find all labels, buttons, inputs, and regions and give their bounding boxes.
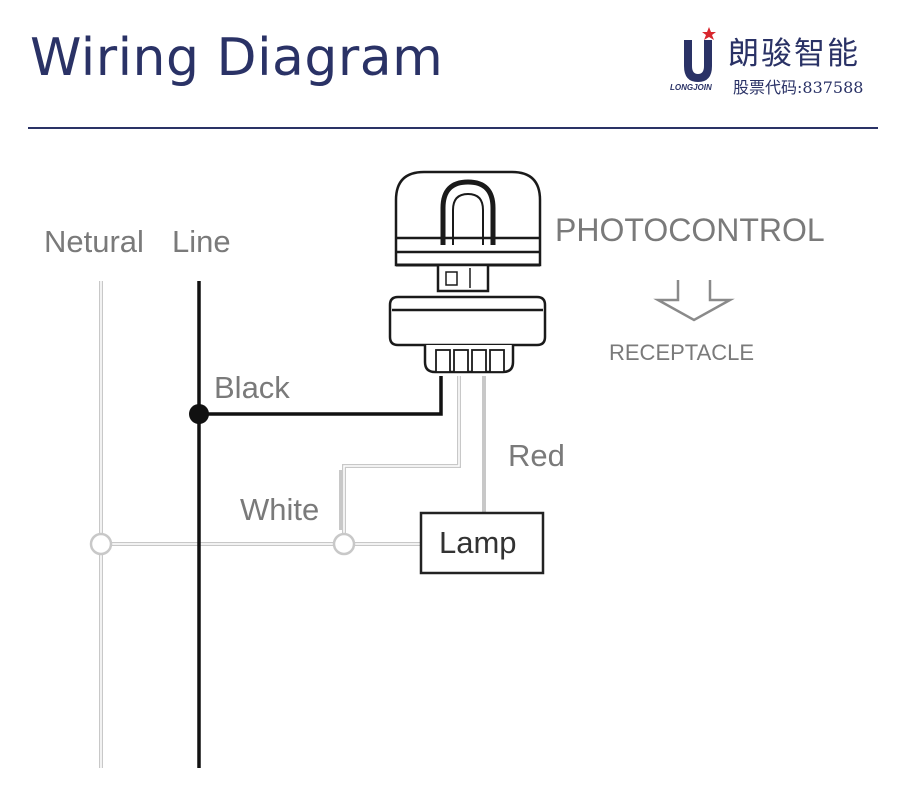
- brand-name-cn: 朗骏智能: [728, 36, 860, 72]
- page-title: Wiring Diagram: [30, 28, 444, 88]
- receptacle-label: RECEPTACLE: [609, 340, 754, 365]
- white-label: White: [240, 492, 319, 527]
- photocontrol-icon: [394, 170, 542, 293]
- arrow-down-icon: [653, 280, 735, 322]
- red-label: Red: [508, 438, 565, 473]
- line-label: Line: [172, 224, 231, 259]
- brand-name-en: LONGJOIN: [670, 83, 712, 92]
- neutral-junction-left: [89, 532, 113, 556]
- lamp-label: Lamp: [439, 525, 517, 560]
- line-wire: [197, 281, 443, 768]
- black-label: Black: [214, 370, 290, 405]
- stock-code: 股票代码:837588: [733, 78, 864, 97]
- longjoin-logo-icon: [684, 27, 716, 82]
- neutral-junction-right: [332, 532, 356, 556]
- neutral-label: Netural: [44, 224, 144, 259]
- line-junction-dot: [189, 404, 209, 424]
- lamp-box: [419, 511, 545, 575]
- photocontrol-label: PHOTOCONTROL: [555, 212, 825, 248]
- receptacle-icon: [388, 295, 547, 374]
- header-divider: [28, 127, 878, 129]
- star-icon: [702, 27, 716, 40]
